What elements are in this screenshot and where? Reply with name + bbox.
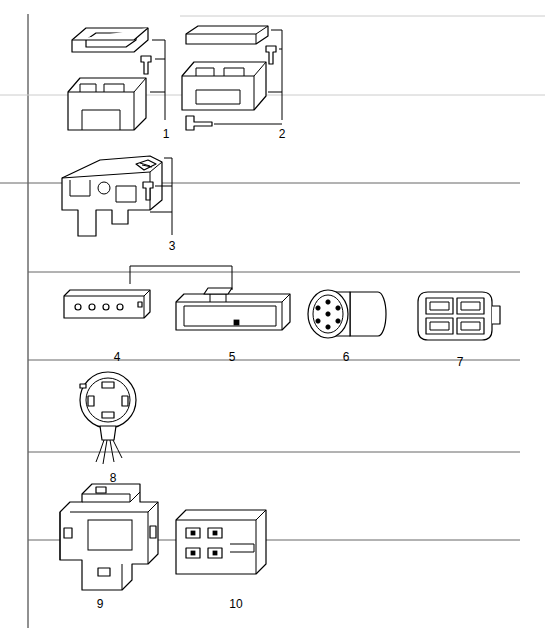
connector-housing-1 xyxy=(68,28,165,130)
frame-lines xyxy=(0,14,545,628)
callout-number: 6 xyxy=(343,350,350,364)
connector-housing-9 xyxy=(60,484,158,590)
callout-number: 8 xyxy=(110,471,117,485)
callout-number: 5 xyxy=(229,350,236,364)
callout-number: 7 xyxy=(457,355,464,369)
callout-number: 3 xyxy=(169,239,176,253)
round-connector-6 xyxy=(308,290,386,338)
connector-housing-10 xyxy=(176,510,266,574)
connector-housing-3 xyxy=(62,156,172,236)
callout-number: 4 xyxy=(114,350,121,364)
connector-housing-5 xyxy=(176,288,290,330)
callout-number: 1 xyxy=(163,127,170,141)
connector-housing-2 xyxy=(182,26,282,130)
callout-number: 9 xyxy=(97,597,104,611)
callout-number: 2 xyxy=(279,127,286,141)
callout-number: 10 xyxy=(229,597,242,611)
connector-housing-7 xyxy=(418,292,500,340)
socket-with-wires-8 xyxy=(80,372,136,464)
